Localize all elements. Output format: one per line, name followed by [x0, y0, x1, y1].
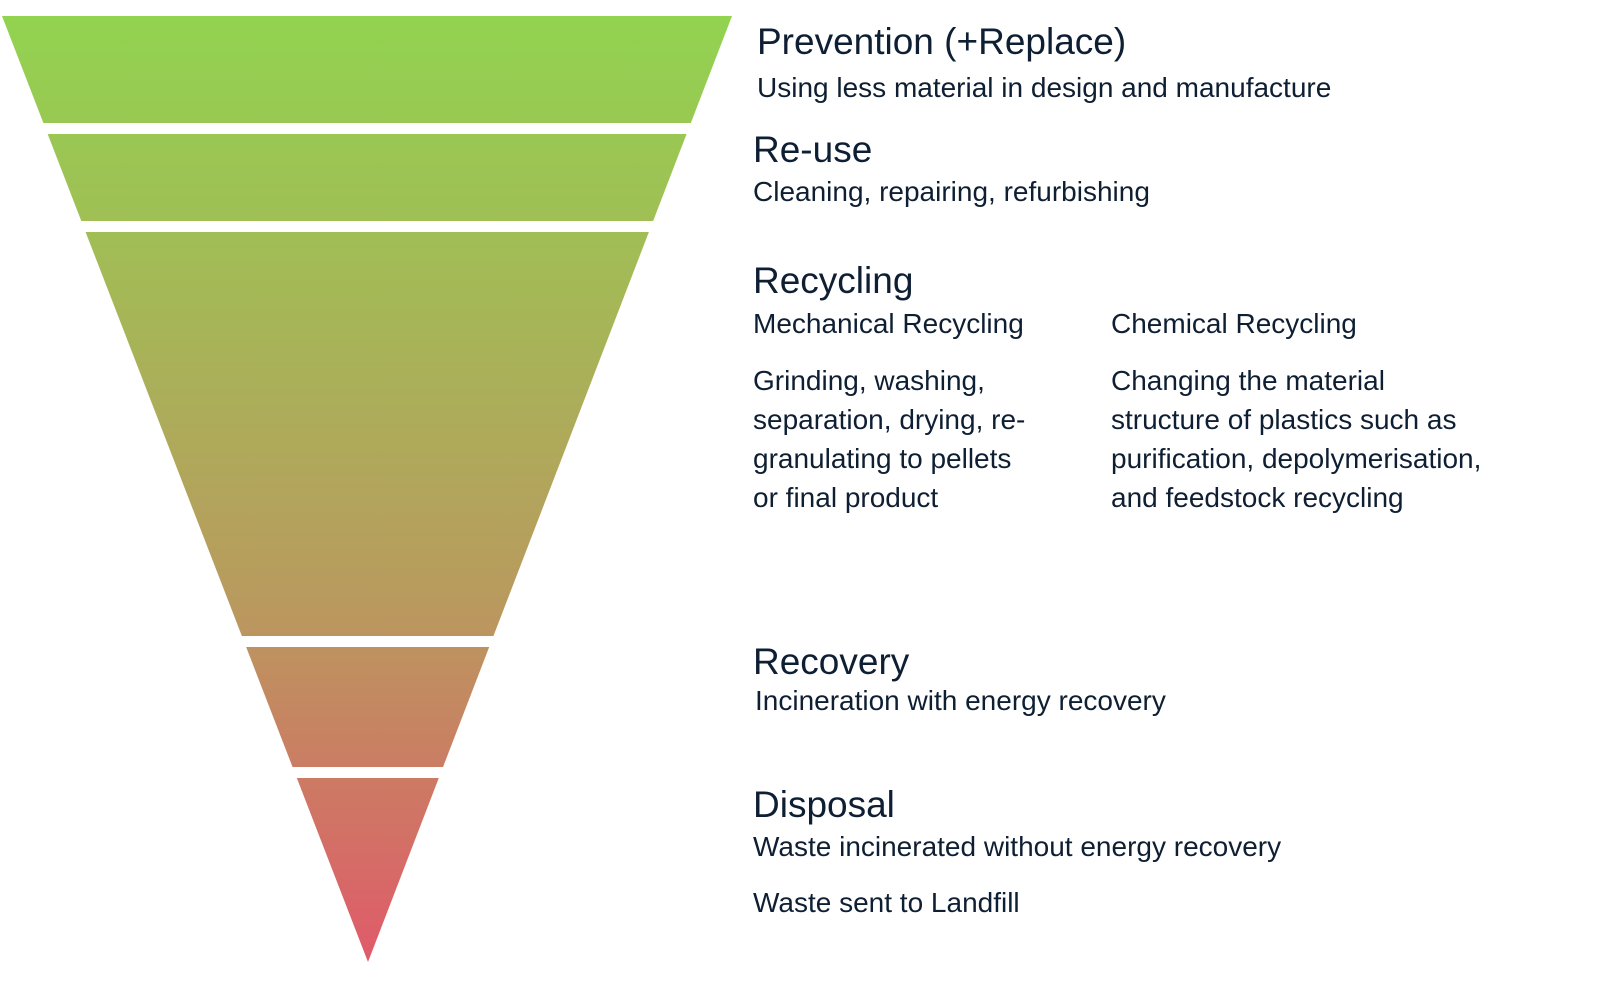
chemical-line: and feedstock recycling — [1111, 482, 1404, 513]
recovery-description: Incineration with energy recovery — [755, 685, 1166, 716]
chemical-line: Changing the material — [1111, 365, 1385, 396]
separator-recovery-disposal — [0, 767, 760, 778]
chemical-line: structure of plastics such as — [1111, 404, 1457, 435]
recycling-heading: Recycling — [753, 260, 914, 301]
mechanical-line: separation, drying, re- — [753, 404, 1026, 435]
chemical-recycling-description: Changing the material structure of plast… — [1111, 361, 1481, 517]
chemical-line: purification, depolymerisation, — [1111, 443, 1482, 474]
mechanical-line: granulating to pellets — [753, 443, 1012, 474]
pyramid-body — [2, 16, 732, 962]
reuse-heading: Re-use — [753, 129, 873, 170]
separator-reuse-recycling — [0, 221, 760, 232]
separator-recycling-recovery — [0, 636, 760, 647]
recovery-heading: Recovery — [753, 641, 910, 682]
prevention-heading: Prevention (+Replace) — [757, 21, 1127, 62]
disposal-description: Waste incinerated without energy recover… — [753, 831, 1282, 862]
chemical-recycling-title: Chemical Recycling — [1111, 308, 1357, 339]
mechanical-line: or final product — [753, 482, 939, 513]
inverted-pyramid — [0, 16, 760, 962]
separator-prevention-reuse — [0, 123, 760, 134]
mechanical-line: Grinding, washing, — [753, 365, 985, 396]
disposal-description-2: Waste sent to Landfill — [753, 887, 1020, 918]
disposal-heading: Disposal — [753, 784, 895, 825]
mechanical-recycling-description: Grinding, washing, separation, drying, r… — [753, 361, 1025, 517]
reuse-description: Cleaning, repairing, refurbishing — [753, 176, 1150, 207]
prevention-description: Using less material in design and manufa… — [757, 72, 1332, 103]
mechanical-recycling-title: Mechanical Recycling — [753, 308, 1024, 339]
